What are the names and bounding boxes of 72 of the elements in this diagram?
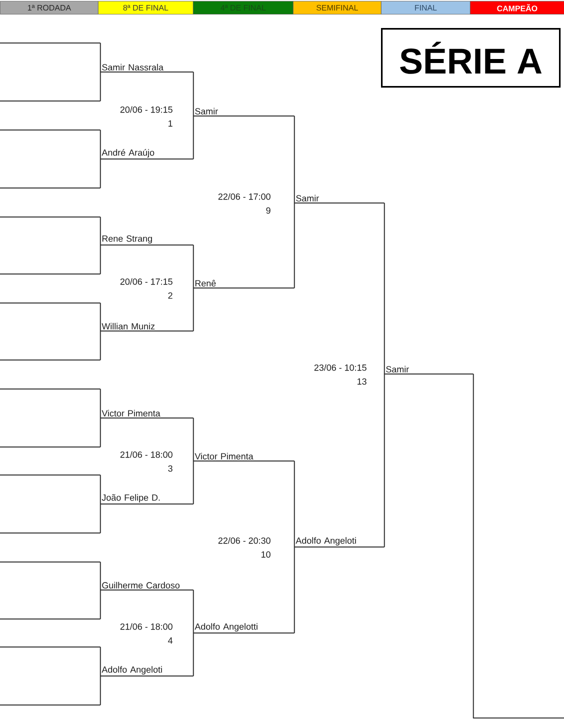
bracket-line [294,202,295,288]
match-date: 21/06 - 18:00 [120,623,172,630]
match-date: 22/06 - 20:30 [218,537,270,544]
bracket-line [192,460,194,504]
bracket-line [100,504,101,534]
player-slot: Adolfo Angelotti [192,623,295,634]
fill-in-line [0,302,101,304]
fill-in-line [0,216,101,218]
player-slot: Samir [192,108,295,116]
player-slot: Willian Muniz [100,322,194,332]
bracket-line [100,418,101,448]
bracket-line [100,388,101,418]
fill-in-line [0,100,101,102]
match-number: 10 [262,551,270,558]
match-number: 1 [168,120,172,127]
bracket-line [100,676,101,706]
match-number: 3 [168,465,172,472]
fill-in-line [0,474,101,476]
bracket-line [192,288,194,332]
bracket-line [294,546,295,634]
bracket-line [384,374,385,548]
bracket-line [100,646,101,676]
player-slot: Victor Pimenta [100,410,194,418]
bracket-line [294,116,295,204]
player-slot: André Araújo [100,149,194,160]
bracket-line [192,418,194,462]
title-box: SÉRIE A [381,28,561,88]
bracket-line [100,244,101,274]
player-slot: Guilherme Cardoso [100,582,194,590]
bracket-line [192,590,194,634]
match-number: 9 [266,207,270,214]
match-date: 20/06 - 17:15 [120,278,172,285]
player-slot: Victor Pimenta [192,452,295,462]
match-number: 4 [168,637,173,644]
match-date: 20/06 - 19:15 [120,106,172,113]
bracket-line [192,244,194,288]
match-date: 21/06 - 18:00 [120,451,172,458]
match-date: 22/06 - 17:00 [218,193,270,200]
bracket-line [100,330,101,360]
fill-in-line [0,532,101,534]
fill-in-line [0,388,101,390]
bracket-line [100,590,101,620]
fill-in-line [0,618,101,620]
bracket-line [100,72,101,102]
player-slot: Samir Nassrala [100,64,194,72]
bracket-line [100,562,101,590]
player-slot: Adolfo Angeloti [100,666,194,676]
bracket-line [100,474,101,504]
bracket-line [100,302,101,332]
player-slot: Rene Strang [100,235,194,246]
bracket-line [100,216,101,246]
fill-in-line [0,446,101,448]
player-slot: Samir [384,366,474,374]
bracket-line [384,202,385,374]
bracket-line [192,632,194,676]
bracket-line [100,158,101,188]
player-slot: Renê [192,280,295,288]
match-number: 13 [358,378,366,385]
bracket-line [192,116,194,160]
player-slot: Adolfo Angeloti [294,537,385,548]
player-slot: Samir [294,194,385,204]
fill-in-line [0,42,101,44]
bracket-line [192,72,194,116]
match-number: 2 [168,292,172,299]
bracket-line [294,460,295,548]
player-slot: João Felipe D. [100,494,194,504]
match-date: 23/06 - 10:15 [314,364,366,371]
bracket-line [100,42,101,72]
bracket-line [100,130,101,160]
fill-in-line [0,646,101,648]
fill-in-line [0,704,101,706]
bracket-line [472,374,474,718]
